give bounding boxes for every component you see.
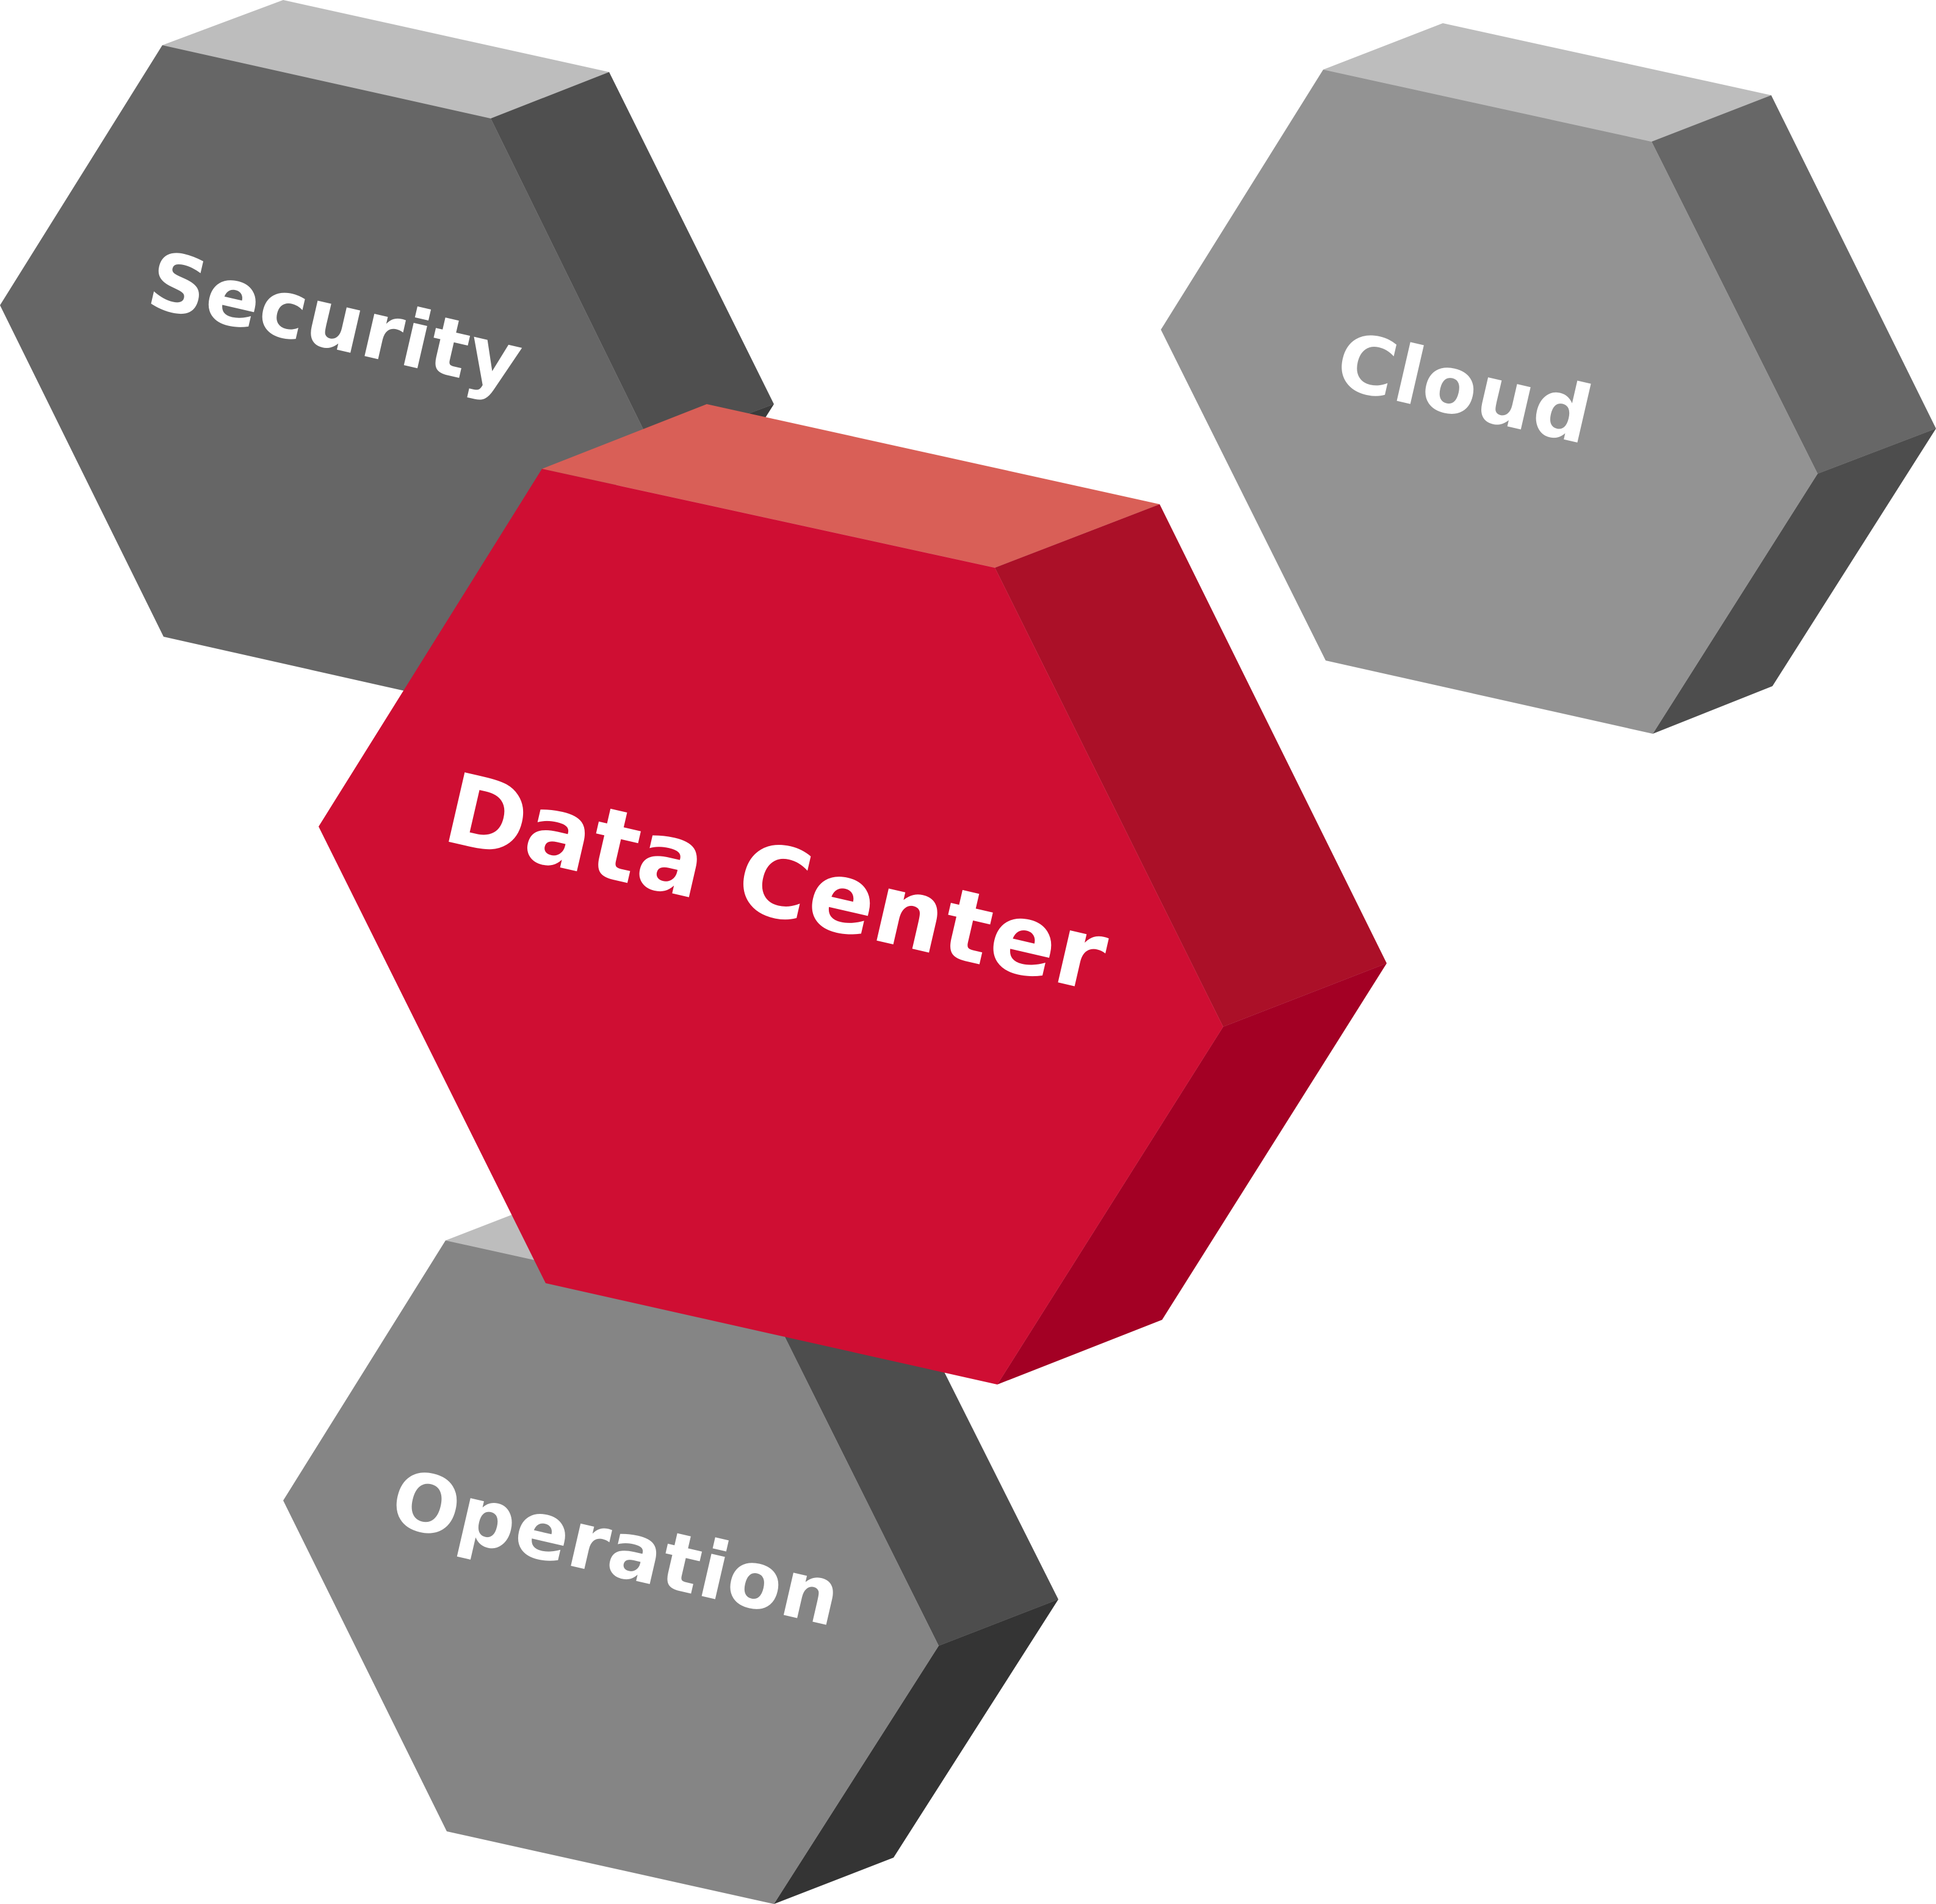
security-block-right-face xyxy=(491,72,774,449)
cloud-block: Cloud xyxy=(1161,23,1936,734)
operation-block-right-face xyxy=(773,1266,1058,1646)
cloud-block-right-face xyxy=(1652,95,1936,474)
data-center-block: Data Center xyxy=(319,404,1387,1385)
data-center-block-right-lower-face xyxy=(997,963,1387,1385)
data-center-block-right-face xyxy=(995,504,1387,1027)
security-block-top-face xyxy=(162,0,609,118)
security-block-front-face xyxy=(0,45,653,691)
operation-block-front-face xyxy=(283,1240,939,1904)
data-center-block-front-face xyxy=(319,469,1223,1385)
cloud-block-top-face xyxy=(1323,23,1771,142)
operation-block-right-lower-face xyxy=(774,1599,1058,1904)
cloud-block-front-face xyxy=(1161,70,1818,734)
security-block: Security xyxy=(0,0,774,691)
operation-block: Operation xyxy=(283,1194,1058,1904)
cloud-block-right-lower-face xyxy=(1653,429,1936,734)
data-center-block-top-face xyxy=(542,404,1160,568)
